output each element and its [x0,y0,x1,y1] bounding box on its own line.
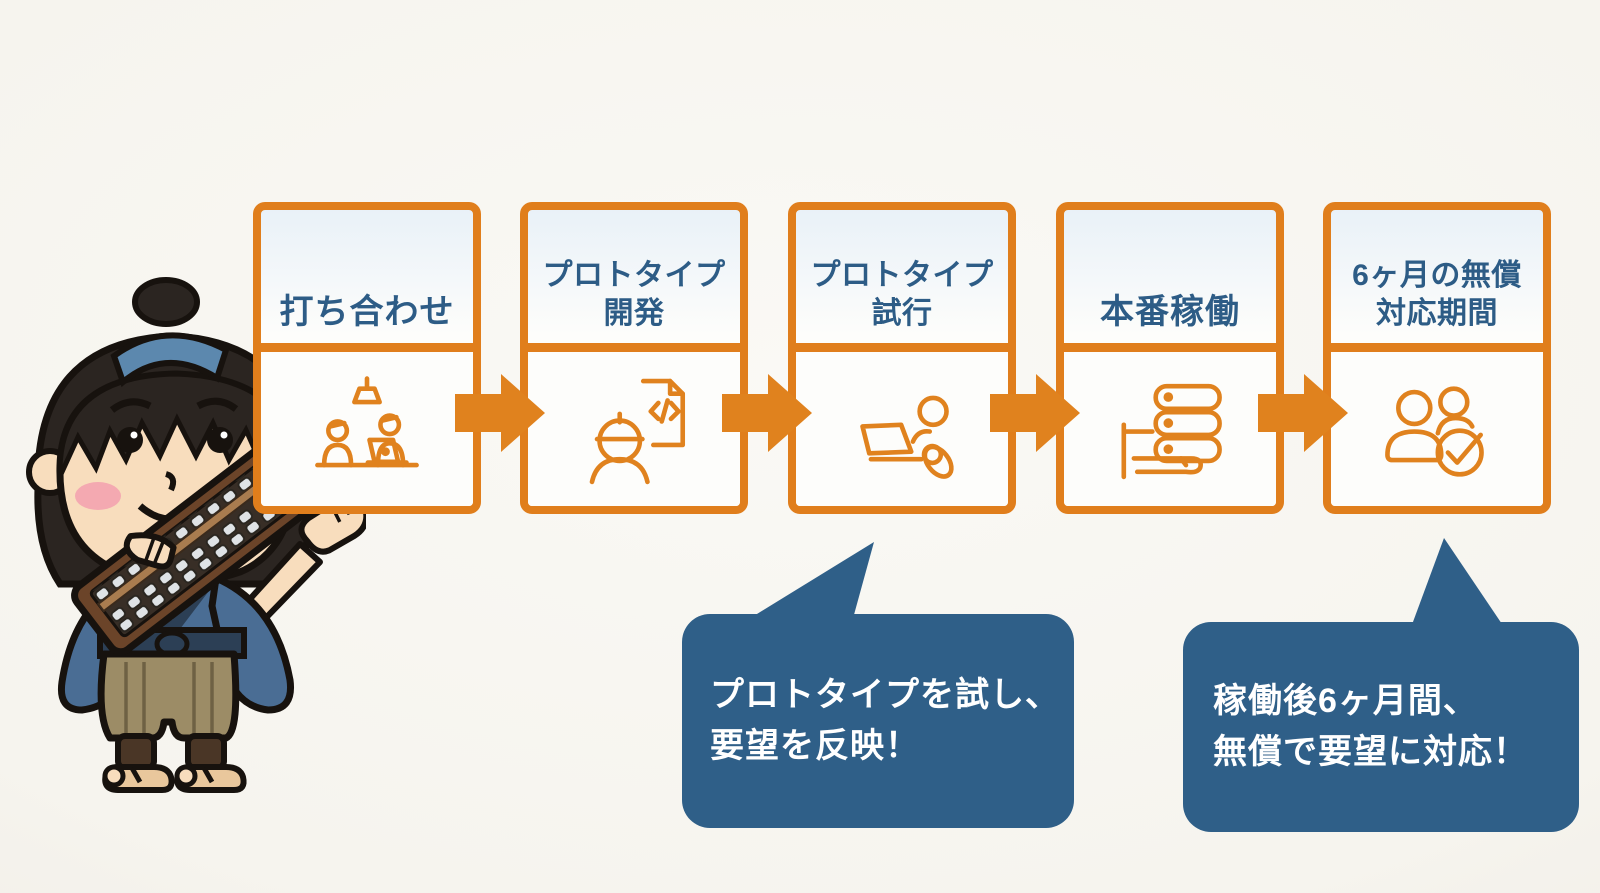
flow-arrow-2 [722,374,812,452]
meeting-icon [261,352,473,506]
bubble-text-line: 稼働後6ヶ月間、 [1213,682,1478,720]
step-free-support: 6ヶ月の無償 対応期間 [1323,202,1551,514]
callout-prototype-feedback: プロトタイプを試し、 要望を反映！ [682,614,1074,828]
prototype-trial-icon [796,352,1008,506]
step-title-line: 打ち合わせ [279,293,455,331]
step-title: 本番稼働 [1064,210,1276,352]
bubble-text-line: プロトタイプを試し、 [710,676,1060,714]
step-title-line: プロトタイプ [810,259,994,293]
step-title-line: 6ヶ月の無償 [1352,259,1522,293]
prototype-development-icon [528,352,740,506]
step-title: プロトタイプ 試行 [796,210,1008,352]
step-prototype-development: プロトタイプ 開発 [520,202,748,514]
flow-arrow-4 [1258,374,1348,452]
step-title: プロトタイプ 開発 [528,210,740,352]
step-production-launch: 本番稼働 [1056,202,1284,514]
bubble-text-line: 要望を反映！ [710,727,920,765]
step-title-line: プロトタイプ [542,259,726,293]
step-title: 6ヶ月の無償 対応期間 [1331,210,1543,352]
step-title-line: 試行 [871,297,933,331]
bubble-tail-icon [1410,538,1506,630]
step-title: 打ち合わせ [261,210,473,352]
step-title-line: 対応期間 [1376,297,1498,331]
free-support-icon [1331,352,1543,506]
flow-arrow-1 [455,374,545,452]
bubble-tail-icon [744,542,874,622]
production-launch-icon [1064,352,1276,506]
step-title-line: 開発 [603,297,665,331]
step-title-line: 本番稼働 [1100,293,1240,331]
bubble-text-line: 無償で要望に対応！ [1213,733,1528,771]
character-left-hand [123,532,177,570]
step-meeting: 打ち合わせ [253,202,481,514]
callout-free-support: 稼働後6ヶ月間、 無償で要望に対応！ [1183,622,1579,832]
flow-arrow-3 [990,374,1080,452]
step-prototype-trial: プロトタイプ 試行 [788,202,1016,514]
